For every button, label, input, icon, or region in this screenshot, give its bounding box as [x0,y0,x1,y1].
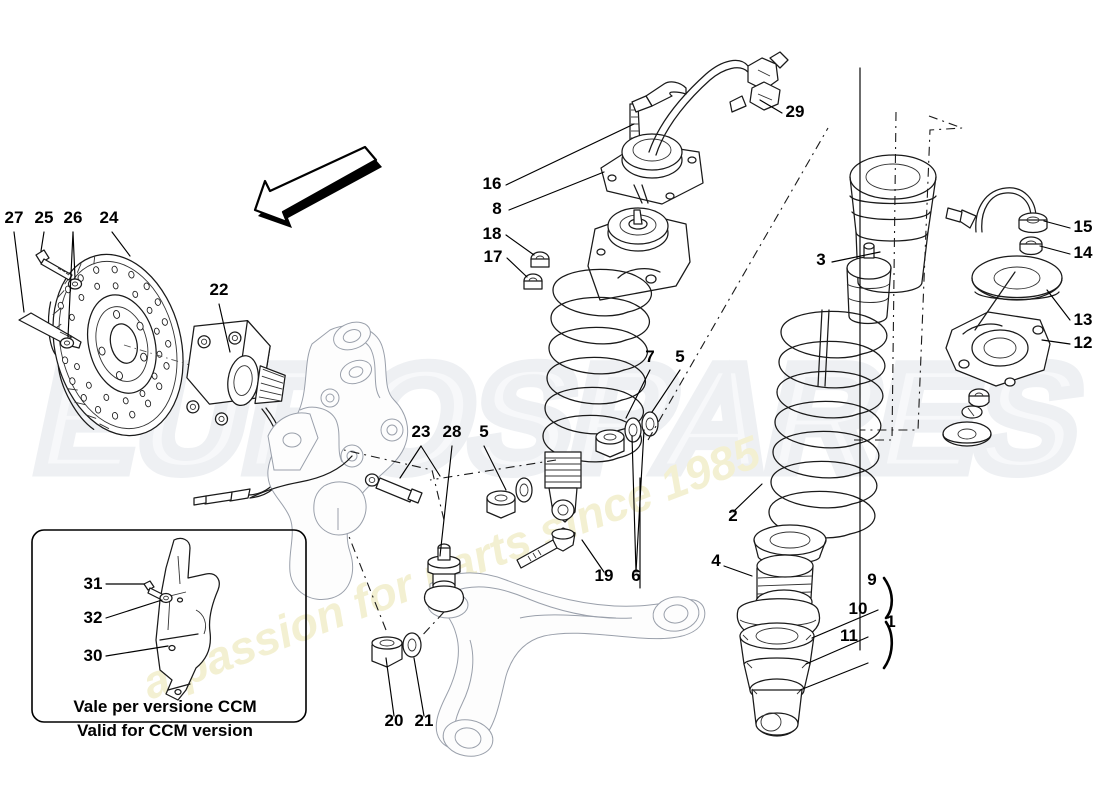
ccm-inset [31,529,307,723]
mount-circlip [961,405,983,419]
callout-24: 24 [100,208,119,227]
grommet-15 [1018,212,1048,234]
callout-21: 21 [415,711,434,730]
callout-10: 10 [849,599,868,618]
callout-5-upper: 5 [675,347,684,366]
main-coil-spring-2 [768,309,888,539]
disc-washer-26-upper [67,278,83,290]
callout-17: 17 [484,247,503,266]
leader-lines [13,99,1071,717]
steering-knuckle-ghost [249,321,409,600]
callout-11: 11 [840,626,858,645]
callout-26: 26 [64,208,83,227]
callout-14: 14 [1074,243,1093,262]
front-shock-absorber-assembly [486,51,789,569]
mount-sensor-cable [945,187,1037,233]
strut-nut-17 [523,273,543,290]
callout-3: 3 [816,250,825,269]
upper-mount-parts-group [942,187,1063,447]
callout-4: 4 [711,551,721,570]
dust-boot-4 [736,554,820,643]
callout-25: 25 [35,208,54,227]
lower-control-arm-ghost [427,572,706,757]
callout-12: 12 [1074,333,1093,352]
callout-9: 9 [867,570,876,589]
callout-30: 30 [84,646,103,665]
shock-damper-body [587,207,691,301]
callout-6: 6 [631,566,640,585]
right-column-assembly [736,154,937,737]
brake-disc [47,253,227,437]
callout-15: 15 [1074,217,1093,236]
callout-29: 29 [786,102,805,121]
callout-20: 20 [385,711,404,730]
damper-shaft-lower [544,451,582,523]
strut-washer-18 [530,251,550,268]
mount-small-washer [968,388,990,408]
disc-washer-26-lower [59,337,75,349]
callout-23: 23 [412,422,431,441]
callout-31: 31 [84,574,103,593]
lower-arm-washer-21 [402,632,422,658]
centre-coil-spring [542,268,653,463]
callout-1: 1 [886,612,895,631]
callout-22: 22 [210,280,229,299]
inset-caption-italian: Vale per versione CCM [73,697,256,716]
callout-19: 19 [595,566,614,585]
callout-13: 13 [1074,310,1093,329]
callout-5-lower: 5 [479,422,488,441]
washer-14 [1019,236,1043,256]
knuckle-bolt-23 [364,473,423,504]
assembly-guide-lines [343,111,963,641]
callout-2: 2 [728,506,737,525]
callout-18: 18 [483,224,502,243]
mount-large-washer [942,421,992,447]
wheel-hub-bearing-22 [186,319,286,506]
callout-27: 27 [5,208,24,227]
electrical-connector-29 [729,51,789,113]
damper-lower-body [739,622,815,737]
inset-caption-english: Valid for CCM version [77,721,253,740]
ball-joint-28 [423,543,465,613]
direction-of-travel-arrow [253,145,382,228]
disc-fastener-bolt-25 [35,249,73,281]
callout-8: 8 [492,199,501,218]
ccm-washer-32 [159,592,173,604]
damper-upper-bushing-set [595,411,659,458]
ccm-heat-shield-30 [155,537,220,701]
top-mount-rubber-13 [971,255,1063,301]
callout-7: 7 [645,347,654,366]
bump-rubber [846,242,892,325]
damper-bolt-19 [516,527,576,569]
shock-reservoir-hose [631,59,749,156]
callout-32: 32 [84,608,103,627]
strut-top-bracket-12 [945,311,1051,387]
upper-strut-mount-8 [600,133,704,205]
lower-arm-nut-20 [371,636,403,668]
damper-lower-bushing-set [486,477,533,519]
callout-28: 28 [443,422,462,441]
callout-16: 16 [483,174,502,193]
